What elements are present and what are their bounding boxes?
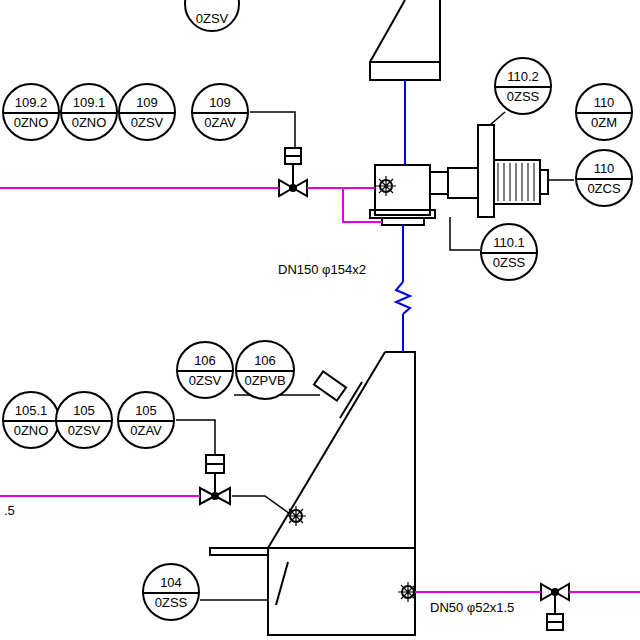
bubble-divider (193, 112, 247, 114)
tag-text: 0ZSV (196, 11, 229, 26)
bubble-divider (119, 420, 173, 422)
tag-text: 106 (254, 353, 276, 368)
tag-text: 0ZPVB (244, 373, 285, 388)
bubble-divider (120, 112, 174, 114)
pipe-label: .5 (2, 503, 17, 518)
pipe-label: DN150 φ154x2 (276, 262, 368, 277)
tag-text: 109.1 (73, 95, 106, 110)
instrument-bubble: 106 0ZSV (176, 341, 234, 399)
tag-text: 105 (73, 403, 95, 418)
instrument-bubble: 110 0ZCS (575, 149, 633, 207)
tag-text: 0ZSV (131, 115, 164, 130)
instrument-bubble: 104 0ZSS (142, 563, 200, 621)
tag-text: 0ZSS (493, 255, 526, 270)
tag-text: 0ZNO (14, 423, 49, 438)
bubble-divider (577, 178, 631, 180)
bubble-divider (144, 592, 198, 594)
instrument-bubble: 110.2 0ZSS (494, 57, 552, 115)
instrument-bubble: 110.1 0ZSS (480, 223, 538, 281)
bubble-divider (4, 420, 58, 422)
bubble-divider (237, 370, 293, 372)
instrument-bubble: 106 0ZPVB (235, 340, 295, 400)
tag-text: 104 (160, 575, 182, 590)
instrument-bubble: 109 0ZAV (191, 83, 249, 141)
instrument-bubble: 0ZSV (184, 0, 240, 32)
tag-text: 109 (136, 95, 158, 110)
tag-text: 110.1 (493, 235, 525, 250)
tag-text: 0ZSV (189, 373, 222, 388)
instrument-bubble: 105 0ZSV (55, 391, 113, 449)
instrument-bubble: 109.2 0ZNO (2, 83, 60, 141)
tag-text: 109 (209, 95, 231, 110)
tag-text: 109.2 (15, 95, 48, 110)
instrument-bubble: 105 0ZAV (117, 391, 175, 449)
bubble-divider (496, 86, 550, 88)
instrument-bubble: 109 0ZSV (118, 83, 176, 141)
instrument-bubble: 105.1 0ZNO (2, 391, 60, 449)
tag-text: 0ZAV (130, 423, 162, 438)
bubble-divider (57, 420, 111, 422)
tag-text: 106 (194, 353, 216, 368)
tag-text: 0ZSS (155, 595, 188, 610)
tag-text: 110 (594, 161, 615, 176)
bubble-divider (62, 112, 116, 114)
bubble-divider (4, 112, 58, 114)
bubble-divider (482, 252, 536, 254)
tag-text: 0ZAV (204, 115, 236, 130)
tag-text: 0ZM (591, 115, 617, 130)
tag-text: 105.1 (15, 403, 48, 418)
tag-text: 0ZCS (587, 181, 620, 196)
tag-text: 0ZSV (68, 423, 101, 438)
tag-text: 110.2 (507, 69, 539, 84)
bubble-divider (178, 370, 232, 372)
bubble-divider (577, 112, 631, 114)
instrument-bubble: 1100ZM (575, 83, 633, 141)
tag-text: 0ZNO (14, 115, 49, 130)
pipe-label: DN50 φ52x1.5 (428, 600, 516, 615)
tag-text: 0ZNO (72, 115, 107, 130)
instrument-bubble: 109.1 0ZNO (60, 83, 118, 141)
tag-text: 0ZSS (507, 89, 540, 104)
tag-text: 110 (594, 95, 615, 110)
tag-text: 105 (135, 403, 157, 418)
